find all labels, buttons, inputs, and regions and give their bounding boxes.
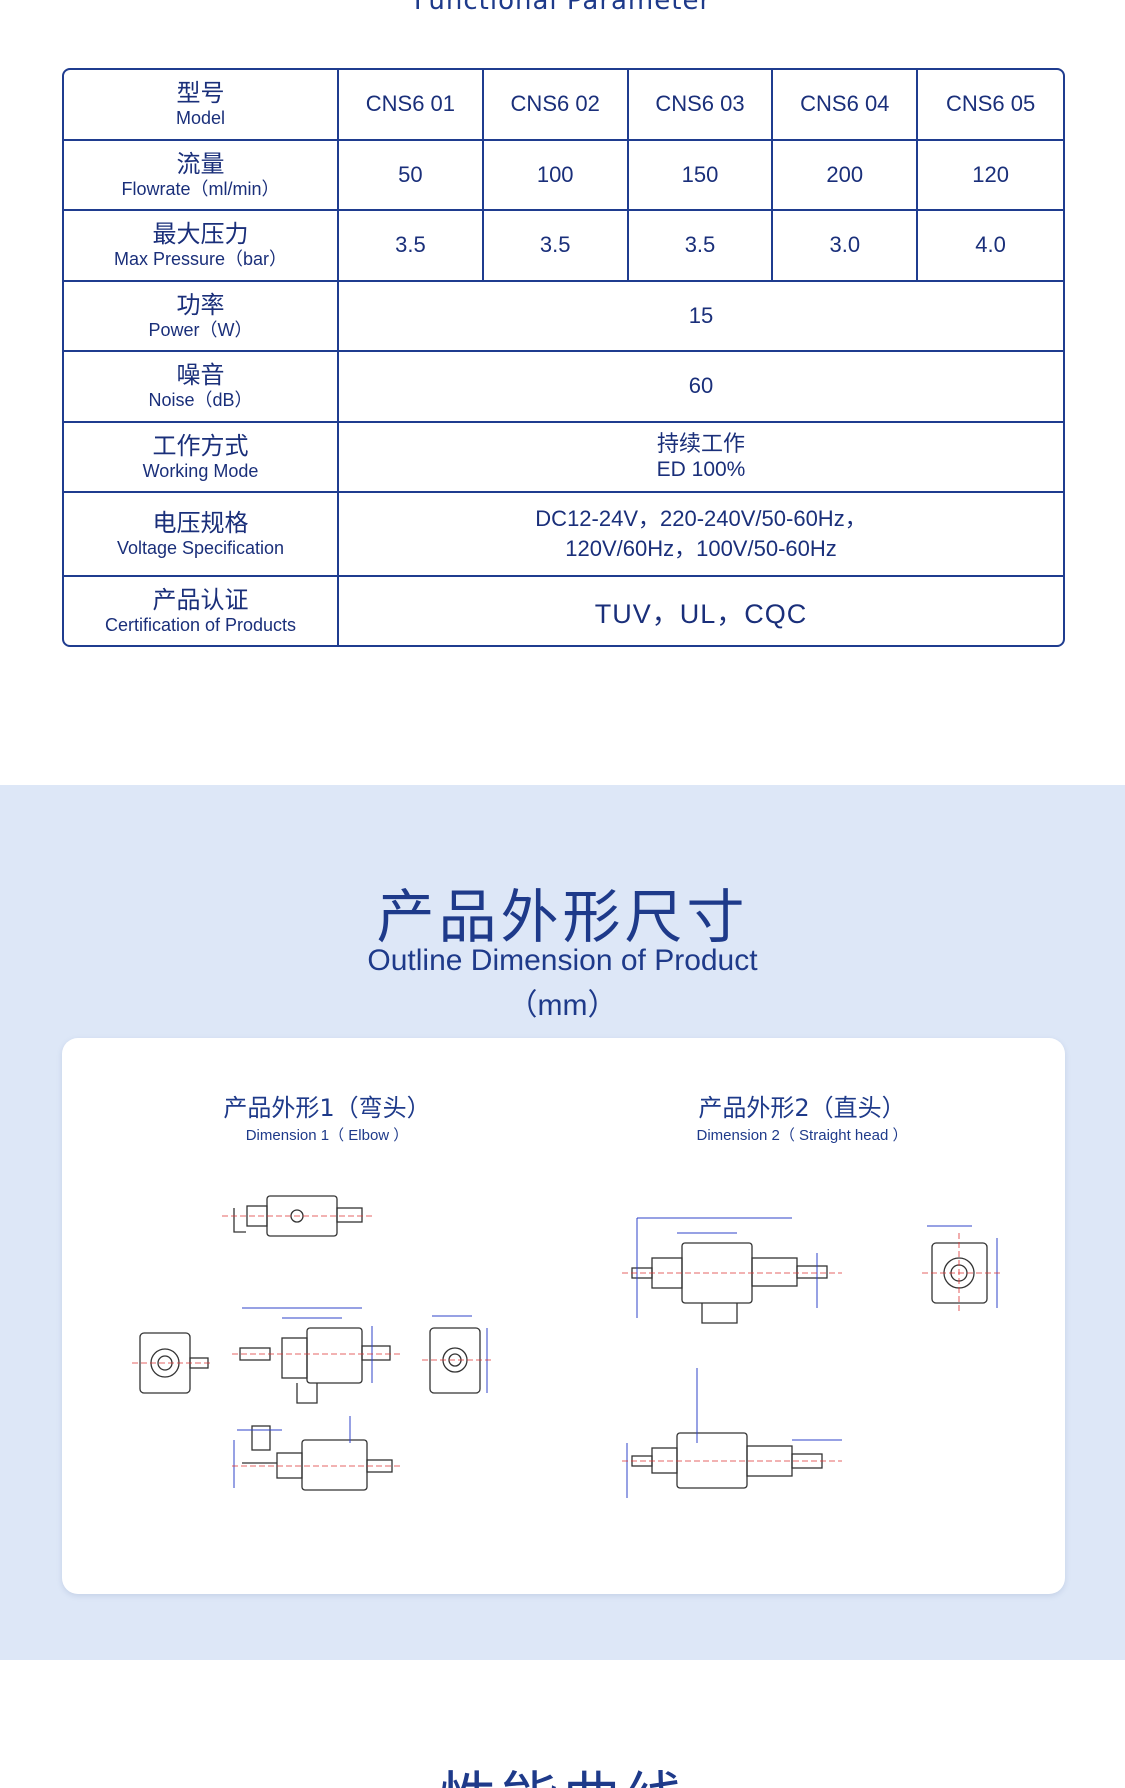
certification-value: TUV，UL，CQC (594, 598, 808, 629)
voltage-value: DC12-24V，220-240V/50-60Hz， 120V/60Hz，100… (339, 493, 1063, 578)
label-en: Power（W） (148, 319, 253, 340)
outline-title-zh: 产品外形尺寸 (376, 883, 749, 951)
label-en: Noise（dB） (148, 390, 253, 411)
table-row-pressure: 最大压力 Max Pressure（bar） 3.5 3.5 3.5 3.0 4… (64, 211, 1063, 282)
label-voltage: 电压规格 Voltage Specification (64, 493, 339, 578)
outline-title-en: Outline Dimension of Product (367, 944, 758, 977)
table-row-power: 功率 Power（W） 15 (64, 281, 1063, 353)
voltage-line-1: DC12-24V，220-240V/50-60Hz， (535, 506, 867, 532)
pressure-cell: 3.5 (339, 211, 484, 282)
dimension-2-title: 产品外形2（直头） (698, 1094, 906, 1122)
dimension-2-subtitle: Dimension 2（ Straight head ） (696, 1127, 908, 1144)
mode-value-en: ED 100% (656, 457, 746, 481)
pressure-cell: 3.5 (628, 211, 774, 282)
label-certification: 产品认证 Certification of Products (64, 577, 339, 645)
power-value: 15 (339, 282, 1063, 353)
dimension-1-subtitle: Dimension 1（ Elbow ） (245, 1127, 409, 1144)
label-en: Model (175, 108, 226, 129)
label-zh: 产品认证 (152, 586, 249, 615)
label-model: 型号 Model (64, 70, 339, 141)
label-zh: 电压规格 (152, 509, 249, 538)
flowrate-cell: 200 (773, 140, 919, 212)
flowrate-cell: 120 (918, 141, 1063, 212)
label-pressure: 最大压力 Max Pressure（bar） (64, 211, 339, 282)
table-row-certification: 产品认证 Certification of Products TUV，UL，CQ… (64, 577, 1063, 645)
dimension-1-drawing (132, 1195, 494, 1491)
label-zh: 功率 (176, 290, 225, 319)
label-zh: 型号 (176, 79, 225, 108)
label-en: Max Pressure（bar） (113, 249, 288, 270)
label-noise: 噪音 Noise（dB） (64, 352, 339, 423)
label-en: Flowrate（ml/min） (121, 178, 280, 199)
voltage-line-2: 120V/60Hz，100V/50-60Hz (565, 536, 837, 562)
label-en: Working Mode (142, 460, 259, 481)
pressure-cell: 4.0 (918, 211, 1063, 282)
mode-value: 持续工作 ED 100% (339, 423, 1063, 494)
dimension-card: 产品外形1（弯头） Dimension 1（ Elbow ） 产品外形2（直头）… (62, 1038, 1065, 1594)
table-row-model: 型号 Model CNS6 01 CNS6 02 CNS6 03 CNS6 04… (64, 70, 1063, 141)
model-cell: CNS6 01 (339, 70, 484, 141)
mode-value-zh: 持续工作 (656, 431, 745, 457)
outline-unit: （mm） (507, 989, 618, 1022)
performance-curve-title: 性能曲线 (0, 1752, 1125, 1788)
pressure-cell: 3.5 (483, 211, 629, 282)
model-cell: CNS6 03 (628, 70, 774, 141)
label-flowrate: 流量 Flowrate（ml/min） (64, 140, 339, 212)
label-zh: 流量 (176, 149, 225, 178)
table-row-noise: 噪音 Noise（dB） 60 (64, 352, 1063, 423)
table-row-flowrate: 流量 Flowrate（ml/min） 50 100 150 200 120 (64, 140, 1063, 212)
functional-parameter-title: Functional Parameter (413, 0, 712, 16)
label-zh: 噪音 (176, 361, 225, 390)
label-mode: 工作方式 Working Mode (64, 422, 339, 494)
label-power: 功率 Power（W） (64, 281, 339, 353)
label-en: Voltage Specification (116, 538, 285, 559)
model-cell: CNS6 04 (773, 70, 919, 141)
pressure-cell: 3.0 (773, 211, 919, 282)
flowrate-cell: 50 (339, 140, 484, 212)
model-cell: CNS6 05 (918, 70, 1063, 141)
model-cell: CNS6 02 (483, 70, 629, 141)
label-zh: 工作方式 (152, 431, 249, 460)
parameter-table: 型号 Model CNS6 01 CNS6 02 CNS6 03 CNS6 04… (62, 68, 1065, 647)
noise-value: 60 (339, 352, 1063, 423)
dimension-2-drawing (622, 1217, 1002, 1498)
table-row-mode: 工作方式 Working Mode 持续工作 ED 100% (64, 422, 1063, 494)
table-row-voltage: 电压规格 Voltage Specification DC12-24V，220-… (64, 493, 1063, 578)
label-en: Certification of Products (104, 615, 297, 636)
flowrate-cell: 100 (483, 140, 629, 212)
label-zh: 最大压力 (152, 220, 249, 249)
dimension-1-title: 产品外形1（弯头） (223, 1094, 431, 1122)
flowrate-cell: 150 (628, 140, 774, 212)
